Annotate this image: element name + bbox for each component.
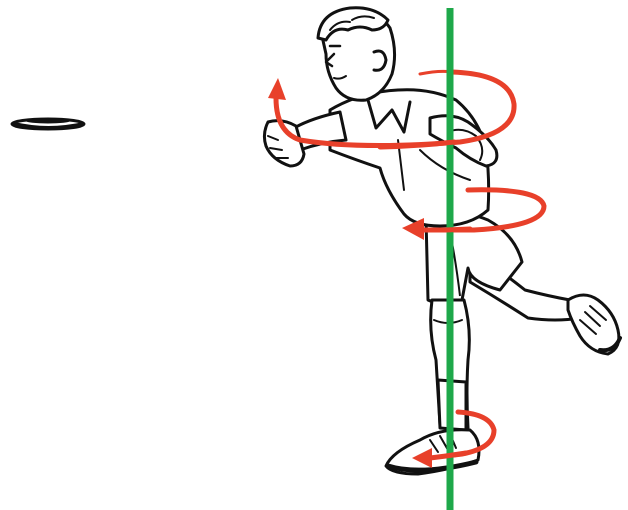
- flying-disc-icon: [12, 119, 84, 130]
- head: [318, 8, 395, 101]
- torso-shirt: [330, 90, 489, 226]
- standing-leg: [386, 300, 479, 474]
